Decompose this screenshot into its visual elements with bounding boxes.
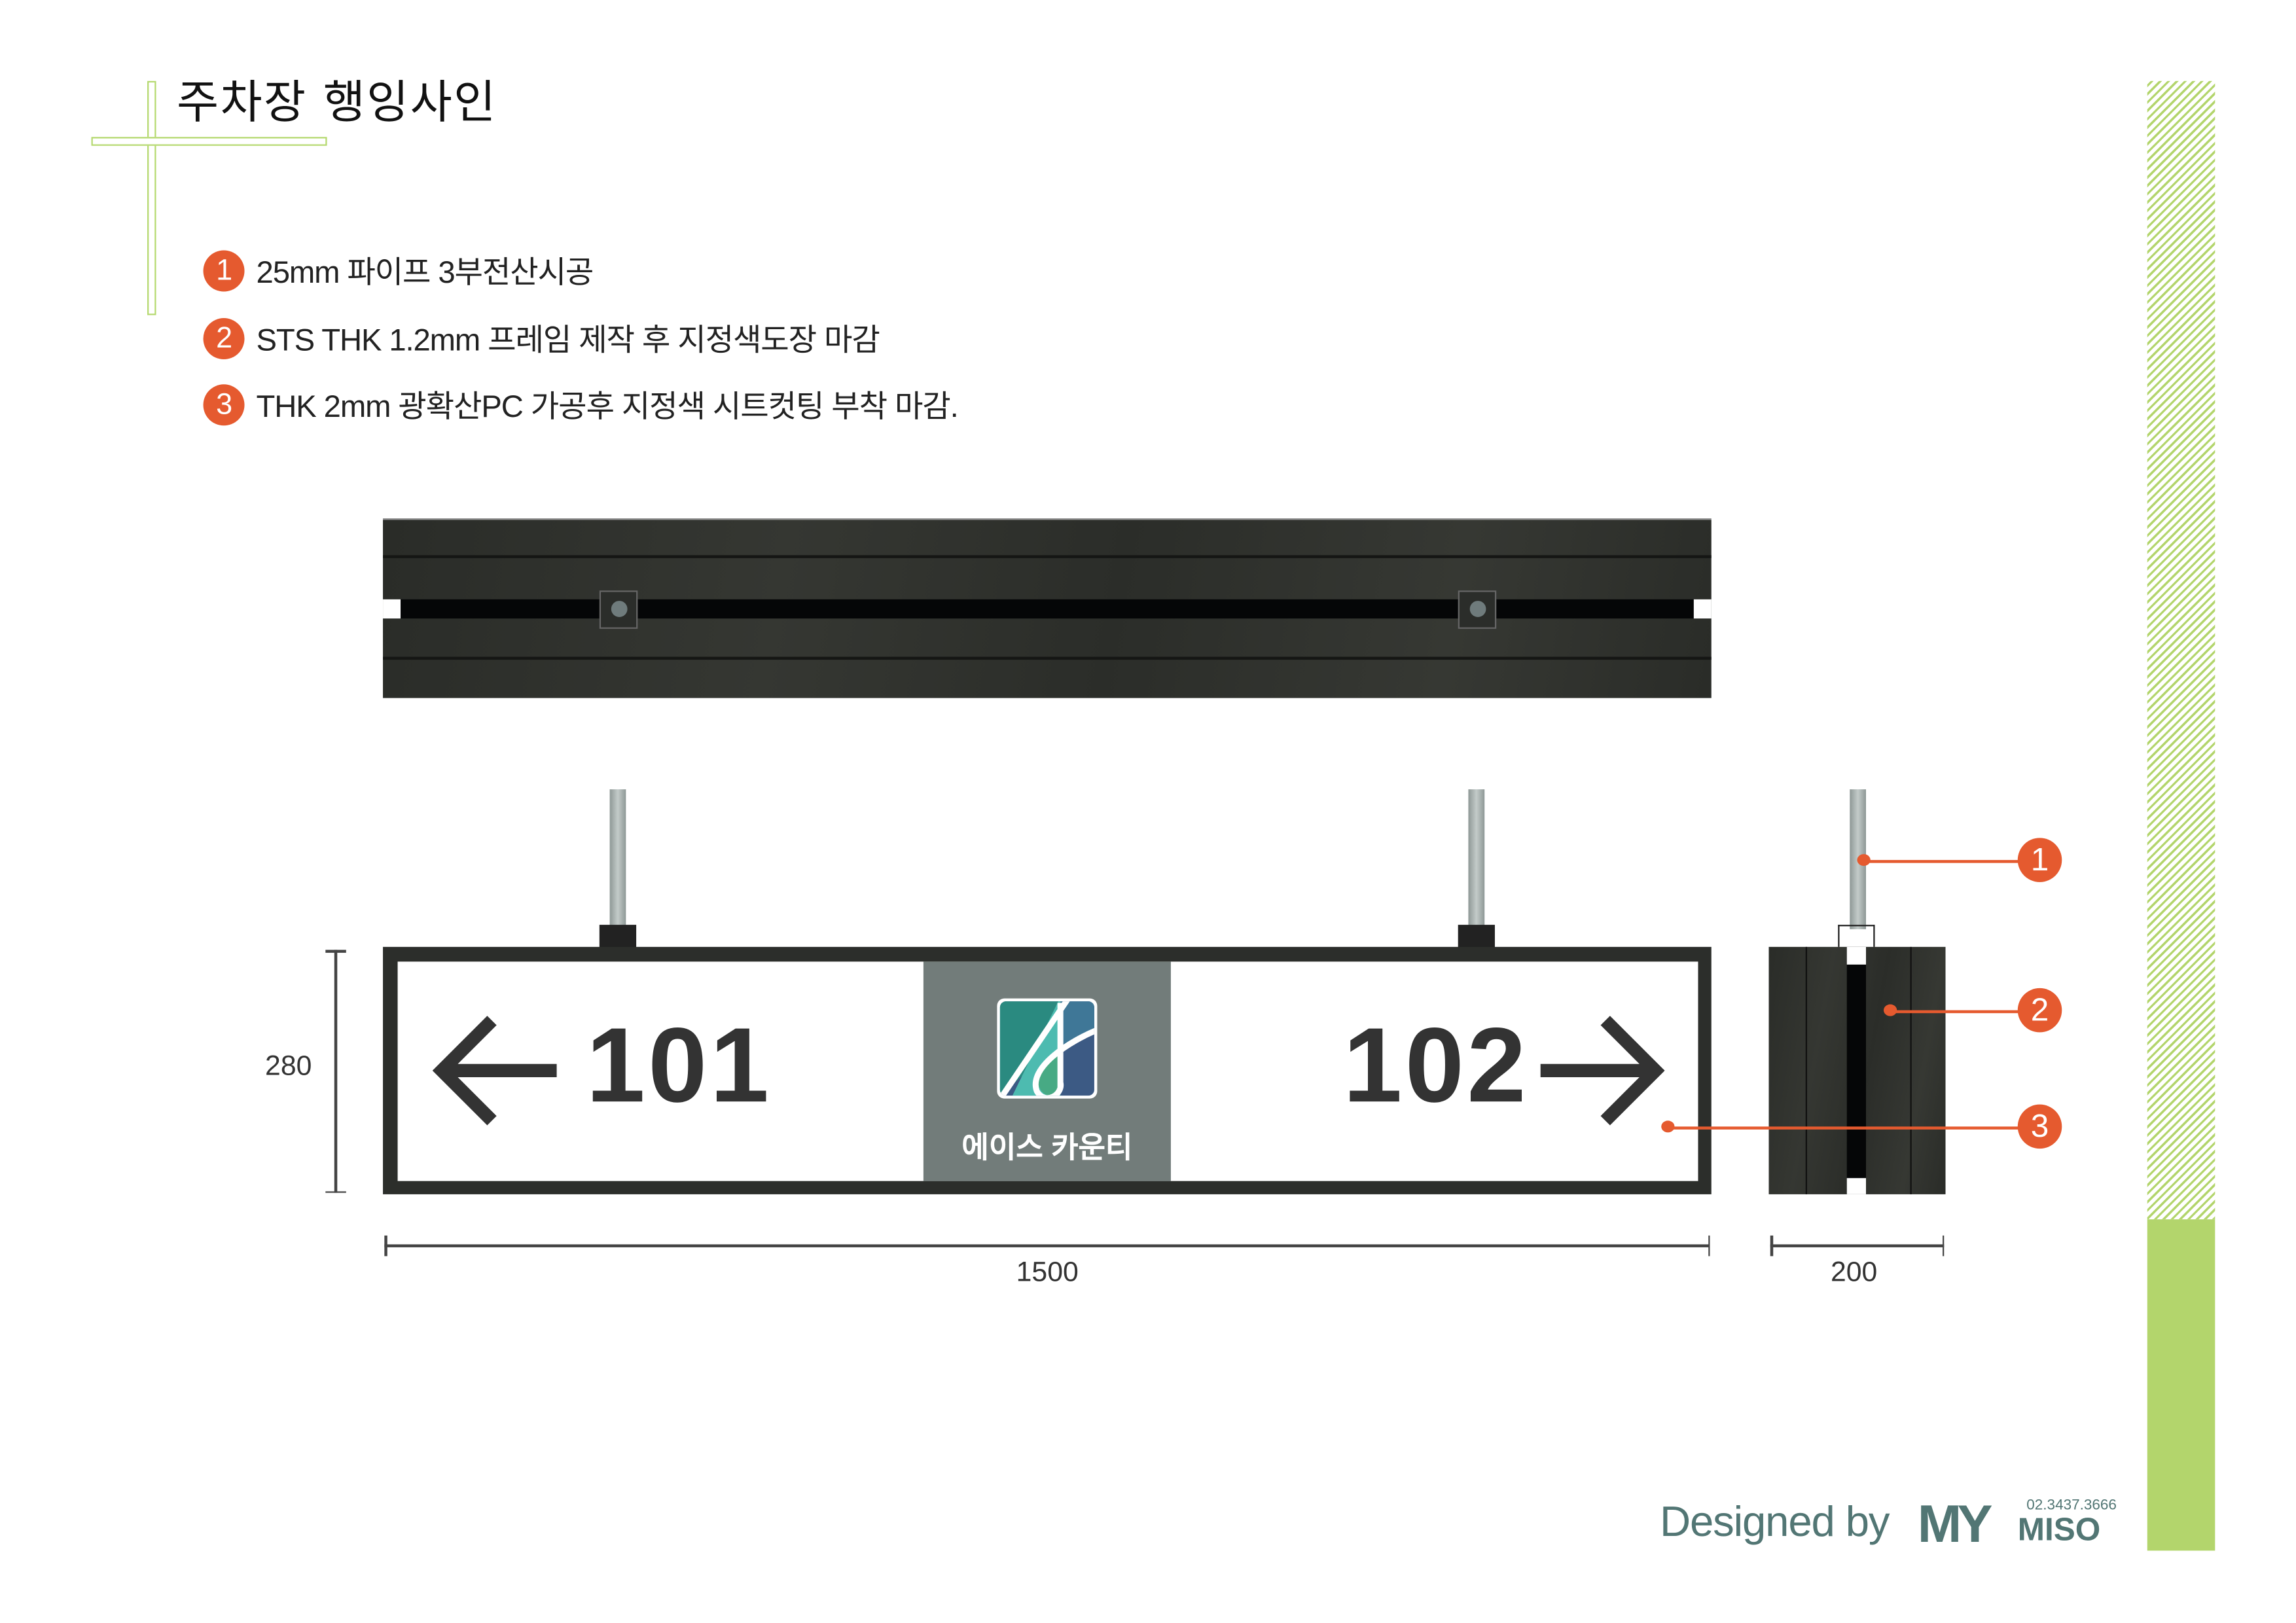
brand-panel: 에이스 카운티 — [923, 961, 1171, 1181]
pipe — [609, 789, 626, 927]
spec-text: THK 2mm 광확산PC 가공후 지정색 시트컷팅 부착 마감. — [256, 390, 959, 425]
side-stripe-solid — [2147, 1219, 2215, 1551]
height-dimension-line — [325, 950, 346, 1193]
pipe-collar — [599, 925, 637, 949]
left-space-number: 101 — [586, 1007, 772, 1126]
depth-dimension-line — [1770, 1235, 1945, 1257]
width-dimension: 1500 — [1016, 1257, 1079, 1289]
top-view — [383, 518, 1712, 698]
designed-by-label: Designed by — [1659, 1499, 1890, 1546]
bracket-icon — [599, 590, 638, 629]
side-view — [1768, 946, 1946, 1194]
spec-text: STS THK 1.2mm 프레임 제작 후 지정색도장 마감 — [256, 324, 880, 358]
logo-miso: MISO — [2017, 1510, 2101, 1548]
front-view-sign: 101 에이스 카운티 102 — [383, 946, 1712, 1194]
title-cross-vertical — [147, 80, 156, 315]
height-dimension: 280 — [265, 1051, 312, 1082]
spec-item: 3 THK 2mm 광확산PC 가공후 지정색 시트컷팅 부착 마감. — [203, 383, 959, 427]
callout-3: 3 — [2017, 1104, 2062, 1149]
title-cross-horizontal — [91, 137, 327, 146]
phone-number: 02.3437.3666 — [2026, 1497, 2117, 1514]
spec-text: 25mm 파이프 3부전산시공 — [256, 256, 594, 291]
logo-my: MY — [1917, 1493, 1993, 1554]
spec-number: 2 — [203, 318, 245, 360]
brand-name: 에이스 카운티 — [961, 1132, 1133, 1165]
arrow-left-icon — [432, 1016, 557, 1126]
right-space-number: 102 — [1343, 1007, 1530, 1126]
brand-logo-icon — [997, 998, 1098, 1099]
page-title: 주차장 행잉사인 — [177, 77, 497, 130]
side-clamp — [1838, 925, 1875, 947]
width-dimension-line — [384, 1235, 1710, 1257]
pipe — [1468, 789, 1485, 927]
depth-dimension: 200 — [1830, 1257, 1878, 1289]
pipe-collar — [1458, 925, 1495, 949]
spec-number: 3 — [203, 384, 245, 426]
top-slot — [401, 599, 1694, 619]
callout-1: 1 — [2017, 838, 2062, 882]
arrow-right-icon — [1540, 1016, 1665, 1126]
side-stripe-hatched — [2147, 80, 2215, 1220]
bracket-icon — [1458, 590, 1497, 629]
callout-2: 2 — [2017, 988, 2062, 1033]
spec-number: 1 — [203, 250, 245, 292]
spec-item: 2 STS THK 1.2mm 프레임 제작 후 지정색도장 마감 — [203, 317, 880, 361]
spec-item: 1 25mm 파이프 3부전산시공 — [203, 249, 594, 293]
